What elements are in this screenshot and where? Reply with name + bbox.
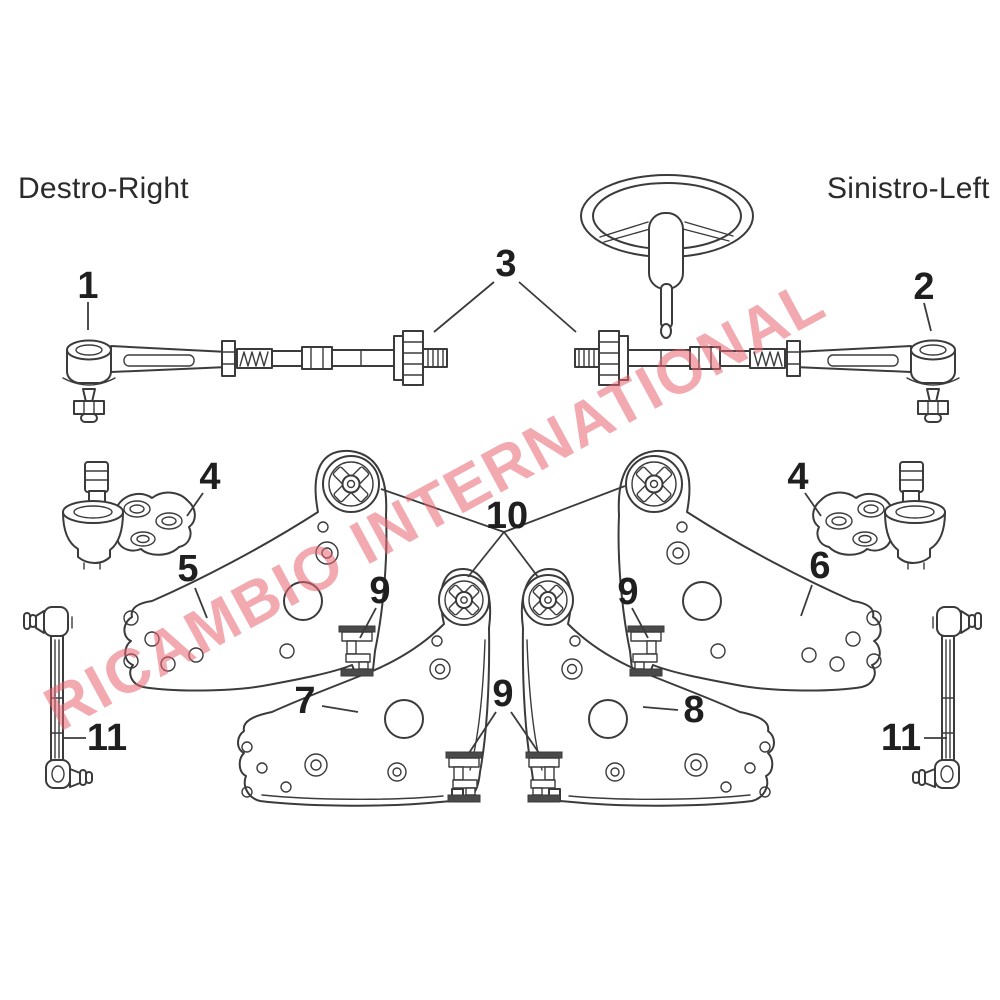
tie-rod-assembly-left-drawing <box>62 330 448 423</box>
callout-7: 7 <box>294 680 316 722</box>
leader-lines <box>64 281 947 754</box>
callout-4-right: 4 <box>787 456 809 498</box>
callout-4-left: 4 <box>199 456 221 498</box>
callout-9-bottom: 9 <box>492 673 514 715</box>
tie-rod-assembly-right-drawing <box>574 330 960 423</box>
stabilizer-link-left-drawing <box>23 606 93 789</box>
callout-3: 3 <box>495 243 517 285</box>
callout-5: 5 <box>177 548 199 590</box>
callout-9-right: 9 <box>617 571 639 613</box>
ball-joint-left-drawing <box>62 461 196 570</box>
callout-1: 1 <box>77 265 99 307</box>
callout-10: 10 <box>485 495 529 537</box>
callout-2: 2 <box>913 266 935 308</box>
callout-6: 6 <box>809 545 831 587</box>
stabilizer-link-right-drawing <box>912 606 982 789</box>
upper-control-arm-right-drawing <box>617 449 882 692</box>
steering-wheel-drawing <box>580 174 754 339</box>
header-destro-right: Destro-Right <box>18 172 189 205</box>
callout-9-left: 9 <box>369 570 391 612</box>
callout-11-left: 11 <box>86 717 128 759</box>
ball-joint-right-drawing <box>812 461 946 570</box>
callout-8: 8 <box>683 689 705 731</box>
callout-11-right: 11 <box>880 717 922 759</box>
header-sinistro-left: Sinistro-Left <box>827 172 990 205</box>
